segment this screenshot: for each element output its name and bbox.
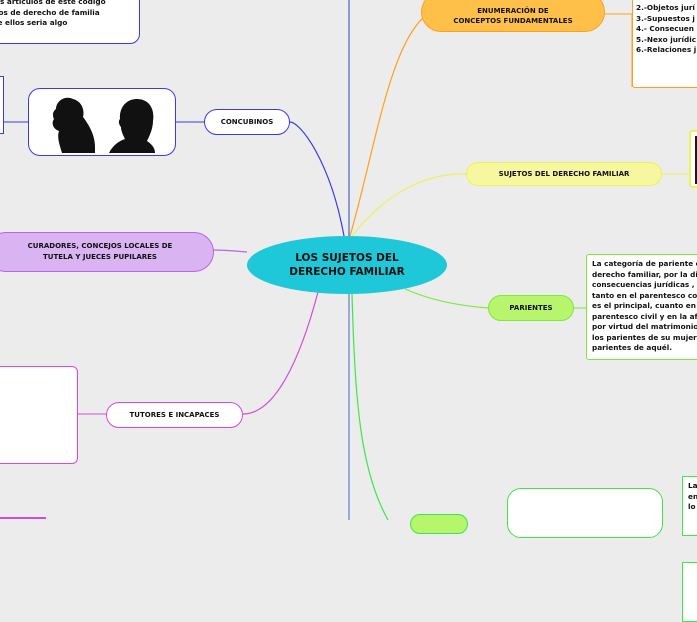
curadores-label: CURADORES, CONCEJOS LOCALES DE TUTELA Y … [27,242,173,261]
bottom-right-note-text: La en lo [688,481,697,511]
bottom-right-note [682,562,697,622]
top-left-note: os artículos de este código tos de derec… [0,0,140,44]
bottom-right-note-visible: La en lo [682,476,697,536]
parientes-note-text: La categoría de pariente es derecho fami… [592,259,697,352]
parientes-node[interactable]: PARIENTES [488,295,574,321]
bottom-green-pill [410,514,468,534]
sujetos-node[interactable]: SUJETOS DEL DERECHO FAMILIAR [466,162,662,186]
conceptos-note-text: 2.-Objetos jurí 3.-Supuestos j 4.- Conse… [636,3,697,54]
enumeracion-label: ENUMERACIÓN DE CONCEPTOS FUNDAMENTALES [453,7,573,25]
tutores-box [0,366,78,464]
curadores-node[interactable]: CURADORES, CONCEJOS LOCALES DE TUTELA Y … [0,232,214,272]
central-topic[interactable]: LOS SUJETOS DEL DERECHO FAMILIAR [247,236,447,294]
parientes-note: La categoría de pariente es derecho fami… [586,254,697,360]
enumeracion-node[interactable]: ENUMERACIÓN DE CONCEPTOS FUNDAMENTALES [421,0,605,32]
sujetos-image [689,130,697,188]
tutores-node[interactable]: TUTORES E INCAPACES [106,402,243,428]
concubinos-node[interactable]: CONCUBINOS [204,109,290,135]
silhouettes-icon [52,97,155,153]
sujetos-label: SUJETOS DEL DERECHO FAMILIAR [498,170,630,178]
central-topic-label: LOS SUJETOS DEL DERECHO FAMILIAR [289,252,405,278]
bottom-green-box [507,488,663,538]
conceptos-note: 2.-Objetos jurí 3.-Supuestos j 4.- Conse… [632,0,697,88]
tutores-label: TUTORES E INCAPACES [129,411,220,419]
concubinos-label: CONCUBINOS [220,118,274,126]
concubinos-image [28,88,176,156]
top-left-note-text: os artículos de este código tos de derec… [0,0,106,27]
parientes-label: PARIENTES [509,304,553,312]
connector-lines [0,0,690,520]
concubinos-left-box [0,76,4,134]
